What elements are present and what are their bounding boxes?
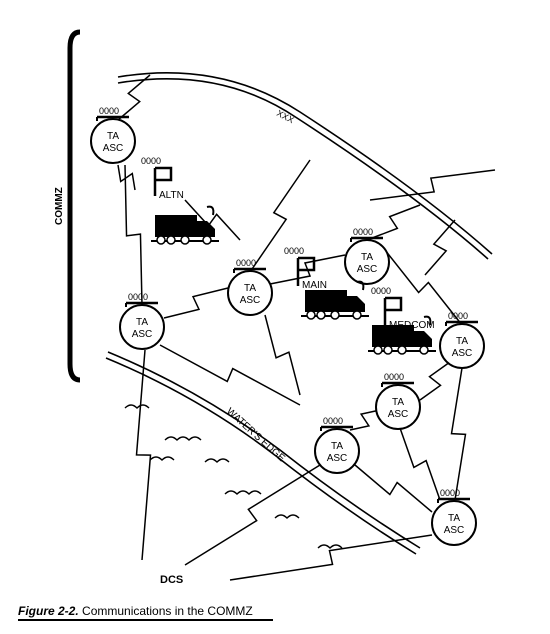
- radio-link: [349, 409, 381, 431]
- cp-unit-number: 0000: [371, 286, 391, 296]
- node-circle: [431, 500, 477, 546]
- waters-edge-label: WATER'S EDGE: [224, 406, 287, 464]
- cp-flag: [383, 296, 403, 326]
- node-label-line2: ASC: [444, 525, 465, 536]
- commz-label: COMMZ: [54, 187, 65, 225]
- radio-link: [424, 219, 456, 276]
- node-label-line2: ASC: [103, 143, 124, 154]
- antenna-icon: [206, 205, 215, 216]
- boundary-line: [117, 72, 493, 260]
- dcs-label: DCS: [160, 574, 183, 586]
- node-circle: [119, 304, 165, 350]
- radio-link: [159, 344, 301, 406]
- radio-link: [384, 249, 463, 326]
- command-post-medcom: 0000MEDCOM: [368, 286, 436, 355]
- unit-number: 0000: [384, 372, 404, 382]
- antenna-icon: [356, 280, 365, 291]
- radio-link: [229, 534, 433, 581]
- radio-link: [184, 199, 241, 241]
- figure-number: Figure 2-2.: [18, 604, 79, 618]
- radio-link: [117, 164, 136, 191]
- radio-link: [419, 361, 451, 401]
- unit-number: 0000: [236, 258, 256, 268]
- cp-label: MAIN: [302, 280, 327, 291]
- unit-number: 0000: [323, 416, 343, 426]
- node-label-line1: TA: [361, 252, 373, 263]
- node-label-line1: TA: [331, 441, 343, 452]
- node-label-line1: TA: [136, 317, 148, 328]
- water-waves: [124, 404, 343, 549]
- communication-links: [117, 74, 496, 581]
- unit-number: 0000: [440, 488, 460, 498]
- radio-link: [399, 427, 441, 501]
- radio-link: [124, 164, 143, 306]
- radio-link: [369, 169, 496, 201]
- radio-link: [450, 367, 467, 501]
- truck-icon: [301, 280, 369, 320]
- figure-caption: Figure 2-2. Communications in the COMMZ: [18, 604, 273, 621]
- radio-link: [366, 204, 421, 241]
- command-posts: 0000ALTN0000MAIN0000MEDCOM: [141, 156, 436, 355]
- radio-link: [354, 464, 433, 513]
- node-label-line1: TA: [244, 283, 256, 294]
- node-circle: [344, 239, 390, 285]
- cp-unit-number: 0000: [284, 246, 304, 256]
- node-label-line2: ASC: [327, 453, 348, 464]
- commz-bracket: [67, 29, 81, 383]
- radio-link: [264, 314, 301, 396]
- ta-asc-nodes: 0000TAASC0000TAASC0000TAASC0000TAASC0000…: [90, 106, 485, 546]
- caption-underline: [18, 619, 273, 621]
- node-label-line1: TA: [448, 513, 460, 524]
- waters-edge-line: [105, 351, 421, 555]
- node-circle: [314, 428, 360, 474]
- radio-link: [163, 287, 229, 319]
- cp-label: ALTN: [159, 190, 184, 201]
- radio-link: [249, 159, 311, 273]
- node-circle: [90, 118, 136, 164]
- node-circle: [227, 270, 273, 316]
- node-label-line2: ASC: [240, 295, 261, 306]
- node-circle: [375, 384, 421, 430]
- node-circle: [439, 323, 485, 369]
- node-label-line1: TA: [107, 131, 119, 142]
- truck-icon: [368, 315, 436, 355]
- node-label-line2: ASC: [388, 409, 409, 420]
- truck-icon: [151, 205, 219, 245]
- node-label-line2: ASC: [357, 264, 378, 275]
- unit-number: 0000: [128, 292, 148, 302]
- antenna-icon: [423, 315, 432, 326]
- node-label-line2: ASC: [452, 348, 473, 359]
- unit-number: 0000: [353, 227, 373, 237]
- radio-link: [135, 349, 152, 561]
- node-label-line2: ASC: [132, 329, 153, 340]
- radio-link: [117, 74, 151, 121]
- node-label-line1: TA: [392, 397, 404, 408]
- radio-link: [184, 464, 321, 566]
- cp-flag: [153, 166, 173, 196]
- boundary-label: XXX: [275, 108, 296, 125]
- unit-number: 0000: [448, 311, 468, 321]
- cp-unit-number: 0000: [141, 156, 161, 166]
- unit-number: 0000: [99, 106, 119, 116]
- figure-title: Communications in the COMMZ: [82, 604, 253, 618]
- node-label-line1: TA: [456, 336, 468, 347]
- cp-flag: [296, 256, 316, 286]
